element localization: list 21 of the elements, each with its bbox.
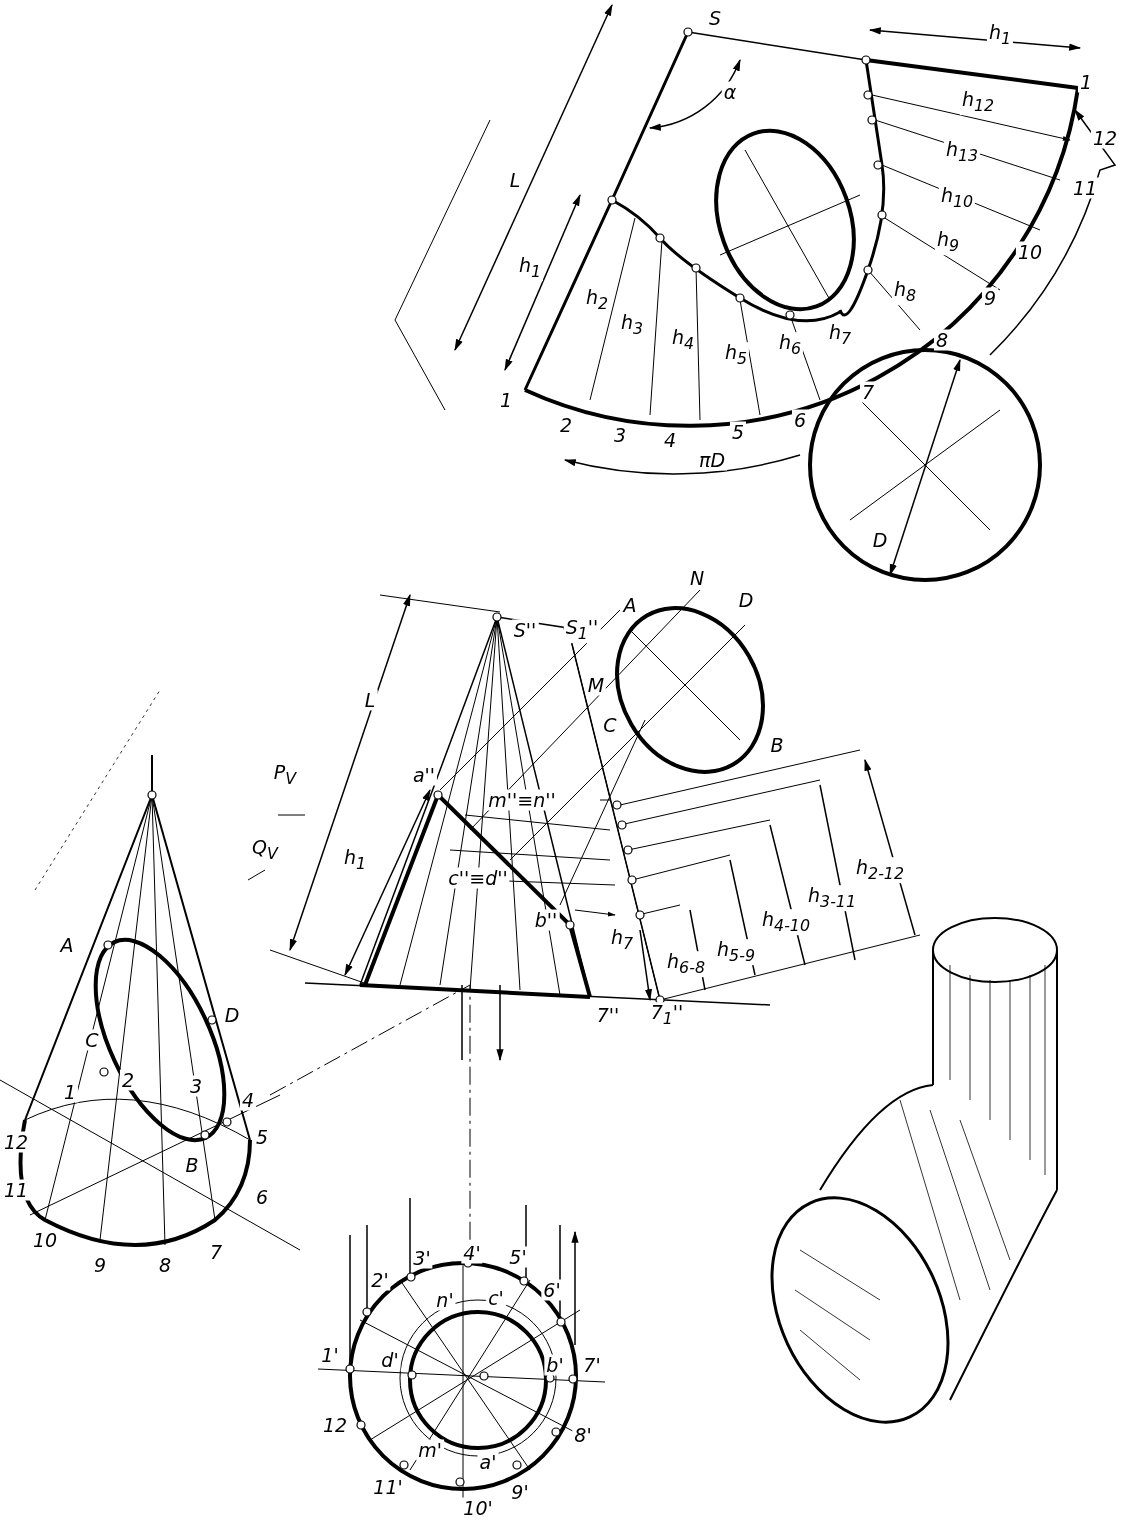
drawing-label: 4': [461, 1242, 483, 1264]
drawing-label: 7: [859, 381, 877, 403]
drawing-label: h$_{2-12}$: [854, 857, 906, 883]
drawing-label: h$_{12}$: [959, 89, 997, 115]
drawing-label: m': [416, 1439, 444, 1461]
drawing-label: h$_{5-9}$: [715, 939, 757, 965]
drawing-label: h$_{6-8}$: [665, 951, 707, 977]
drawing-label: b'': [532, 909, 560, 931]
drawing-label: h$_{8}$: [891, 279, 919, 305]
drawing-label: d': [379, 1349, 401, 1371]
drawing-label: c''≡d'': [446, 867, 510, 889]
drawing-label: h$_{9}$: [934, 229, 962, 255]
drawing-label: 8: [933, 329, 951, 351]
drawing-label: h$_{1}$: [516, 255, 544, 281]
drawing-label: C: [83, 1029, 101, 1051]
drawing-label: L: [362, 689, 378, 711]
drawing-label: 2: [119, 1069, 137, 1091]
drawing-label: S$_{1}$'': [563, 617, 601, 643]
drawing-label: 5': [507, 1246, 529, 1268]
drawing-label: 6': [541, 1279, 563, 1301]
drawing-label: h$_{4-10}$: [760, 909, 812, 935]
